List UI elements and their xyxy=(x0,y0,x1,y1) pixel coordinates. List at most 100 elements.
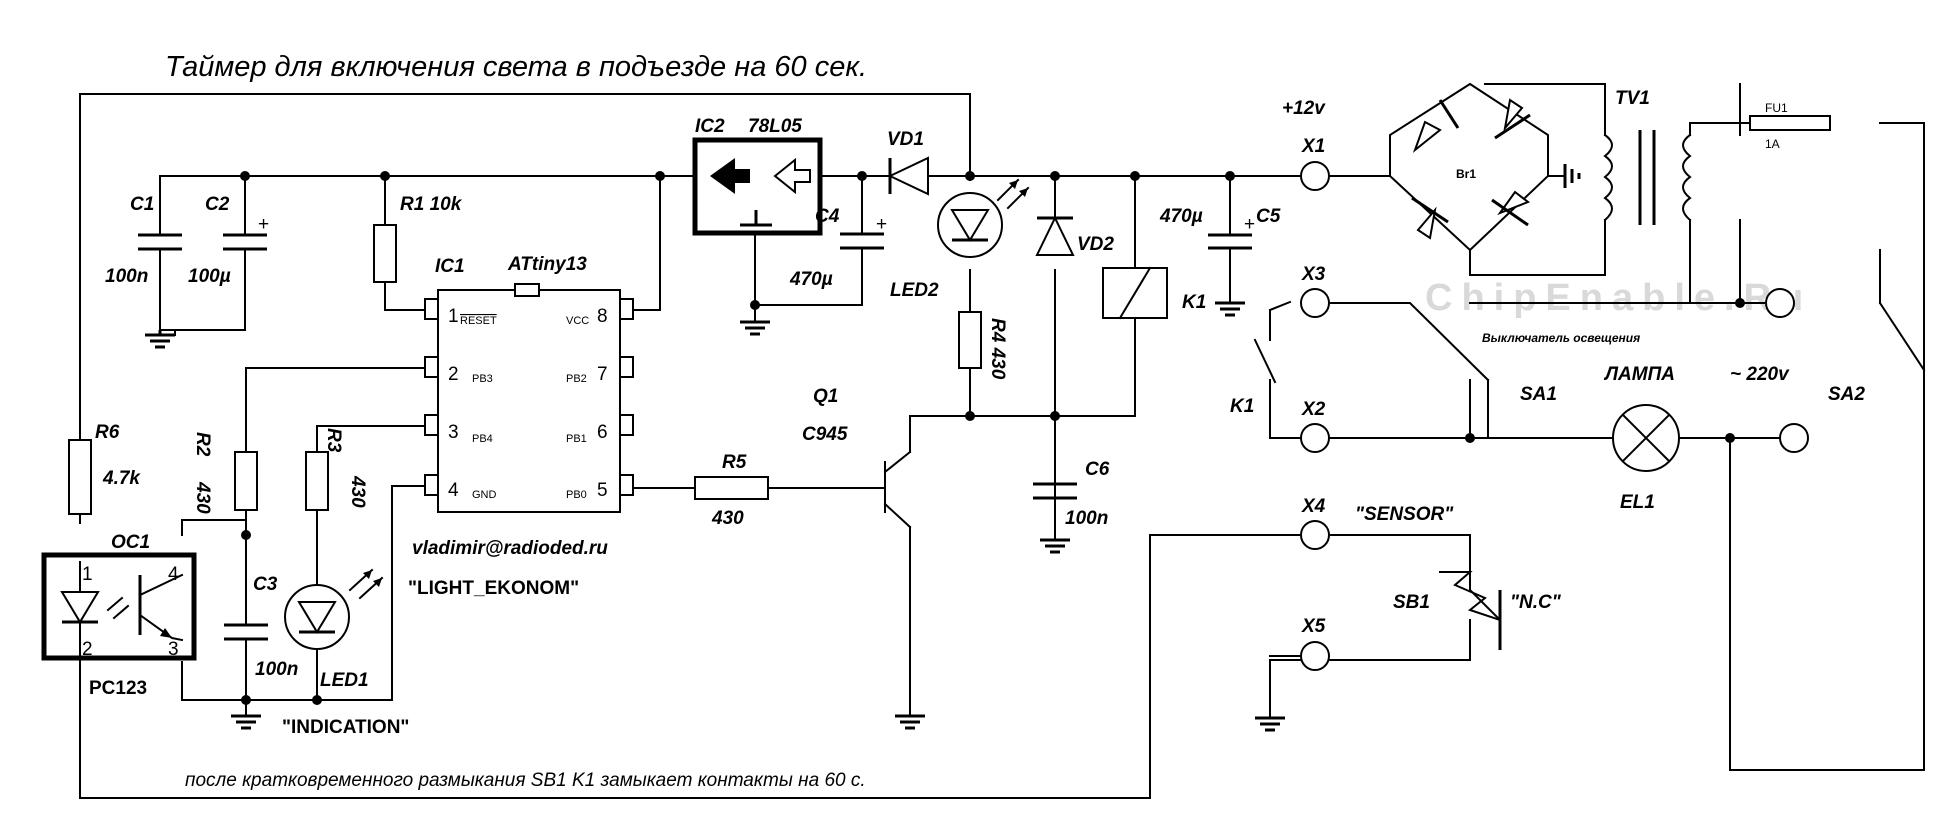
r5-value: 430 xyxy=(711,508,744,529)
c1-ref: C1 xyxy=(130,194,154,215)
ground-symbols xyxy=(145,164,1581,732)
ic1-part: ATtiny13 xyxy=(507,254,587,275)
q1-ref: Q1 xyxy=(813,386,838,407)
oc1-part: PC123 xyxy=(89,678,147,699)
polarity-c4: + xyxy=(876,214,887,235)
x4-ref: X4 xyxy=(1301,496,1326,517)
ic1-pin3: 3 xyxy=(448,422,459,443)
capacitor-c4 xyxy=(840,232,884,250)
relay-k1-coil-slash xyxy=(1118,266,1152,320)
q1-part: C945 xyxy=(802,424,848,445)
wires xyxy=(43,82,1926,799)
lamp-el1 xyxy=(1612,404,1680,472)
led1-icon xyxy=(284,568,384,650)
vd1-ref: VD1 xyxy=(887,129,924,150)
oc1-pin1: 1 xyxy=(82,564,93,585)
c3-ref: C3 xyxy=(253,574,278,595)
page-title: Таймер для включения света в подъезде на… xyxy=(165,51,867,83)
lamp-label: ЛАМПА xyxy=(1603,364,1675,385)
ic1-pin5-name: PB0 xyxy=(566,489,587,501)
x5-ref: X5 xyxy=(1301,616,1326,637)
resistor-r1 xyxy=(373,224,397,283)
sb1-ref: SB1 xyxy=(1393,592,1430,613)
r1-ref: R1 10k xyxy=(400,194,463,215)
c5-ref: C5 xyxy=(1256,206,1281,227)
capacitor-c5 xyxy=(1208,233,1252,250)
sensor-label: "SENSOR" xyxy=(1355,504,1454,525)
resistor-r5 xyxy=(694,476,769,500)
ic1-pin3-name: PB4 xyxy=(472,433,493,445)
ic1-pin1-name: RESET xyxy=(460,315,497,327)
button-sb1 xyxy=(1439,571,1502,650)
br1-ref: Br1 xyxy=(1456,167,1476,181)
fu1-value: 1A xyxy=(1765,137,1780,151)
switch-caption: Выключатель освещения xyxy=(1482,331,1640,345)
watermark: ChipEnable.Ru xyxy=(1425,277,1812,319)
ic1-pin6: 6 xyxy=(597,422,608,443)
c4-value: 470µ xyxy=(789,269,833,290)
r2-ref: R2 xyxy=(192,432,213,457)
project-name: "LIGHT_EKONOM" xyxy=(408,578,579,599)
ic1-pin7-name: PB2 xyxy=(566,373,587,385)
c4-ref: C4 xyxy=(815,206,840,227)
ic1-pin7: 7 xyxy=(597,364,608,385)
led2-ref: LED2 xyxy=(890,280,939,301)
resistor-r2 xyxy=(234,451,258,511)
capacitor-c6 xyxy=(1033,482,1077,500)
ic1-pin4: 4 xyxy=(448,480,459,501)
k1-contact-ref: K1 xyxy=(1230,396,1254,417)
polarity-c2: + xyxy=(258,214,269,235)
r2-value: 430 xyxy=(192,481,213,514)
x2-ref: X2 xyxy=(1301,399,1326,420)
capacitor-c1 xyxy=(138,233,182,251)
tv1-ref: TV1 xyxy=(1615,88,1650,109)
c2-value: 100µ xyxy=(188,266,231,287)
ic2-regulator xyxy=(692,137,823,236)
x3-ref: X3 xyxy=(1301,264,1326,285)
c6-ref: C6 xyxy=(1085,459,1110,480)
c5-value: 470µ xyxy=(1159,206,1203,227)
sa1-ref: SA1 xyxy=(1520,384,1557,405)
c6-value: 100n xyxy=(1065,508,1108,529)
ic1-pin6-name: PB1 xyxy=(566,433,587,445)
ic1-ref: IC1 xyxy=(435,256,465,277)
ic1-chip xyxy=(424,283,634,513)
ic1-pin4-name: GND xyxy=(472,489,497,501)
author-email: vladimir@radioded.ru xyxy=(412,538,608,559)
capacitor-c3 xyxy=(224,623,268,641)
bridge-br1 xyxy=(1411,98,1531,240)
c2-ref: C2 xyxy=(205,194,230,215)
fu1-ref: FU1 xyxy=(1765,101,1788,115)
ic1-pin2: 2 xyxy=(448,364,459,385)
resistor-r3 xyxy=(305,451,329,511)
led1-ref: LED1 xyxy=(320,670,369,691)
r4-ref: R4 430 xyxy=(987,318,1008,380)
r6-value: 4.7k xyxy=(102,468,141,489)
fuse-fu1 xyxy=(1749,115,1831,131)
nc-label: "N.C" xyxy=(1510,592,1562,613)
ic1-pin1: 1 xyxy=(448,306,459,327)
oc1-ref: OC1 xyxy=(111,532,150,553)
capacitor-c2 xyxy=(223,233,267,251)
led2-icon xyxy=(937,178,1030,258)
k1-ref: K1 xyxy=(1182,292,1206,313)
r3-ref: R3 xyxy=(323,428,344,453)
sa2-ref: SA2 xyxy=(1828,384,1865,405)
oc1-pin4: 4 xyxy=(168,564,179,585)
footnote: после кратковременного размыкания SB1 K1… xyxy=(185,770,866,791)
terminals xyxy=(1300,161,1809,671)
diode-vd2 xyxy=(1035,215,1075,256)
c1-value: 100n xyxy=(105,266,148,287)
r3-value: 430 xyxy=(347,475,368,508)
r6-ref: R6 xyxy=(95,422,120,443)
oc1-pin3: 3 xyxy=(168,639,179,660)
vd2-ref: VD2 xyxy=(1077,234,1114,255)
ic1-pin2-name: PB3 xyxy=(472,373,493,385)
indication-label: "INDICATION" xyxy=(282,717,409,738)
switches xyxy=(1253,249,1881,439)
ic1-pin5: 5 xyxy=(597,480,608,501)
ic2-ref: IC2 xyxy=(695,116,725,137)
el1-ref: EL1 xyxy=(1620,492,1655,513)
r5-ref: R5 xyxy=(722,452,747,473)
supply-label: +12v xyxy=(1282,98,1326,119)
